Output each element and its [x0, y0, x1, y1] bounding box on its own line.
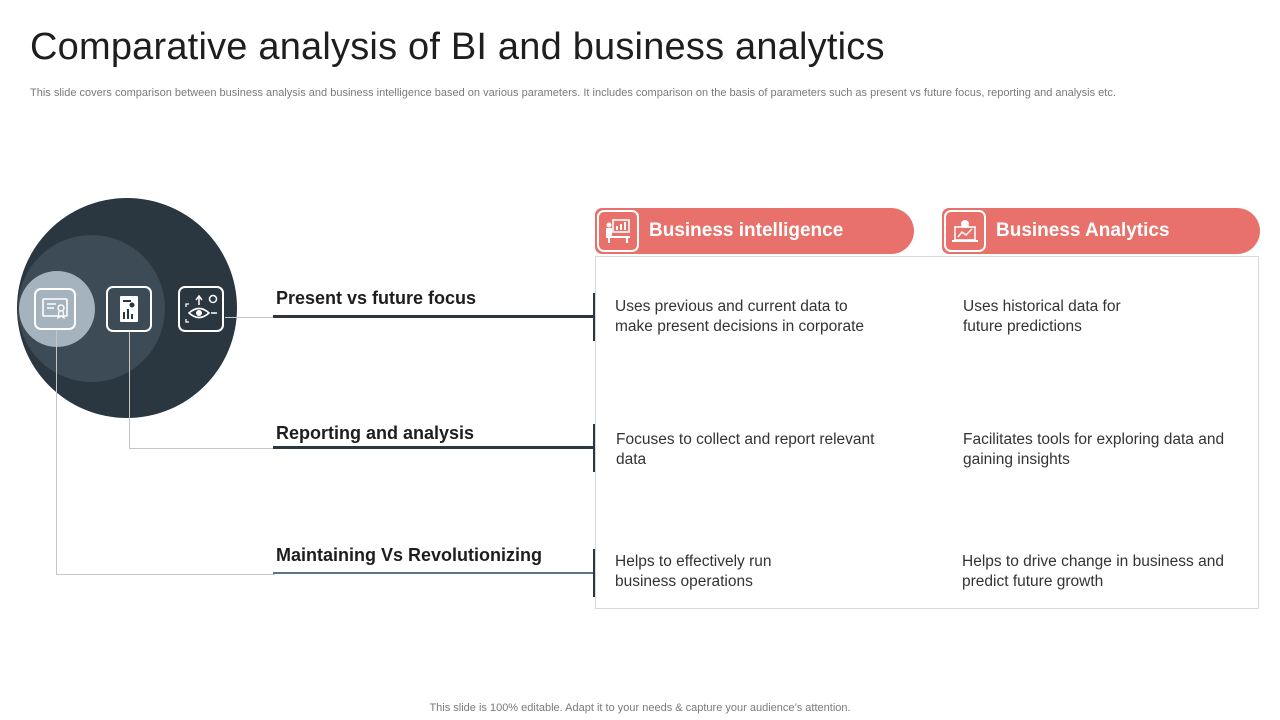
- parameter-label-1: Present vs future focus: [276, 288, 477, 308]
- cell-bi-row-2: Focuses to collect and report relevant d…: [616, 431, 875, 468]
- cell-bi-row-1: Uses previous and current data to make p…: [615, 298, 864, 335]
- page-title: Comparative analysis of BI and business …: [30, 26, 885, 68]
- parameter-underline-2: [273, 446, 595, 449]
- vision-analytics-icon: [178, 286, 224, 332]
- cell-ba-row-1: Uses historical data for future predicti…: [963, 298, 1121, 335]
- row-marker-3: [593, 549, 596, 597]
- column-header-label-bi: Business intelligence: [649, 220, 844, 241]
- parameter-label-3: Maintaining Vs Revolutionizing: [276, 545, 543, 565]
- row-marker-1: [593, 293, 596, 341]
- column-header-label-ba: Business Analytics: [996, 220, 1170, 241]
- laptop-analytics-icon: [944, 210, 986, 252]
- connector-row-3-vertical: [56, 330, 57, 574]
- row-marker-2: [593, 424, 596, 472]
- circle-inner: [19, 271, 95, 347]
- footer-note: This slide is 100% editable. Adapt it to…: [429, 702, 851, 714]
- parameter-underline-3: [273, 572, 595, 574]
- column-header-business-intelligence: Business intelligence: [595, 208, 914, 254]
- connector-row-2: [129, 448, 275, 449]
- connector-row-1: [225, 317, 275, 318]
- parameter-underline-1: [273, 315, 595, 318]
- presentation-chart-icon: [597, 210, 639, 252]
- comparison-table: [595, 256, 1259, 609]
- parameter-label-2: Reporting and analysis: [276, 423, 475, 443]
- report-document-icon: [106, 286, 152, 332]
- connector-row-3: [56, 574, 275, 575]
- cell-ba-row-2: Facilitates tools for exploring data and…: [963, 431, 1225, 468]
- column-header-business-analytics: Business Analytics: [942, 208, 1260, 254]
- certificate-icon: [34, 288, 76, 330]
- cell-ba-row-3: Helps to drive change in business and pr…: [962, 553, 1224, 590]
- connector-row-2-vertical: [129, 332, 130, 448]
- page-subtitle: This slide covers comparison between bus…: [30, 87, 1116, 99]
- cell-bi-row-3: Helps to effectively run business operat…: [615, 553, 772, 590]
